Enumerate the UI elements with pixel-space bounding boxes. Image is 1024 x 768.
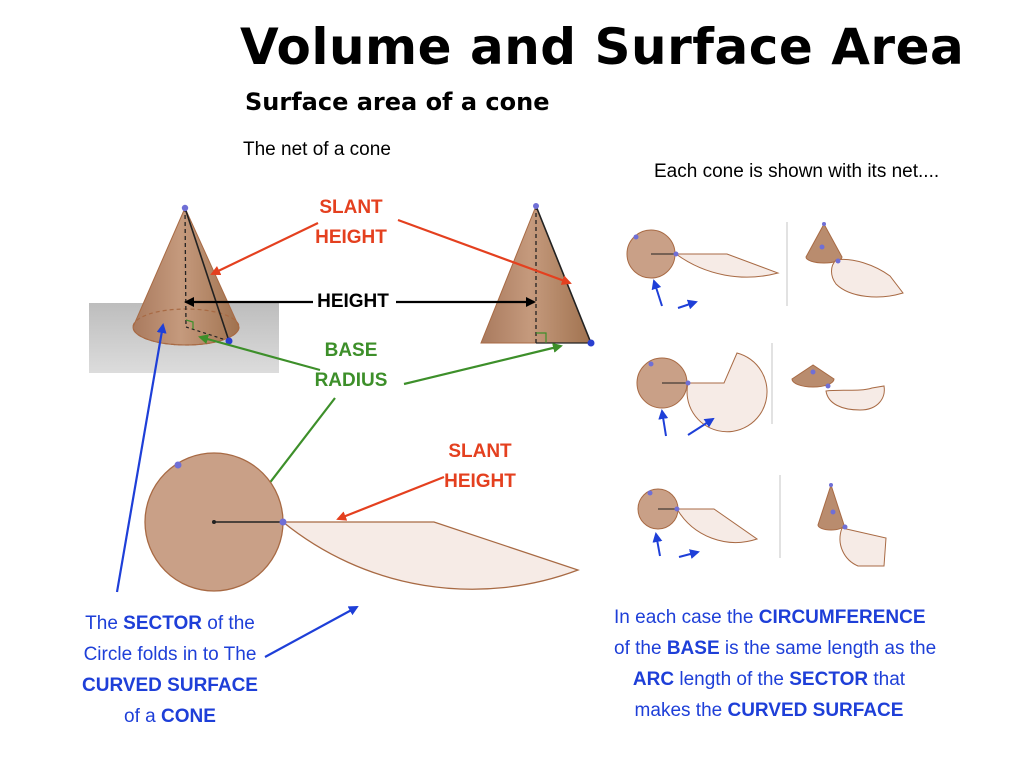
cone-slant-line (184, 207, 230, 342)
slant-label-line1: SLANT (319, 197, 383, 218)
radius-arrow-left (198, 334, 321, 372)
right-triangle (480, 203, 595, 347)
cone-radius-line (185, 326, 230, 342)
example-row-2 (636, 343, 885, 437)
net-slant-label-line2: HEIGHT (444, 471, 516, 492)
net-caption: The net of a cone (243, 139, 391, 160)
radius-label-line2: RADIUS (314, 370, 388, 391)
slant-label-line2: HEIGHT (315, 227, 387, 248)
slant-arrow-net (336, 475, 445, 521)
net-slant-label-line1: SLANT (448, 441, 512, 462)
circumference-note: In each case the CIRCUMFERENCE of the BA… (614, 607, 937, 721)
page-subtitle: Surface area of a cone (245, 88, 550, 116)
example-row-3 (637, 475, 887, 567)
rim-point (225, 337, 233, 345)
cone-height-line (184, 207, 187, 328)
large-net (144, 452, 580, 592)
each-cone-caption: Each cone is shown with its net.... (654, 161, 940, 182)
radius-arrow-right (403, 343, 563, 386)
sector-note: The SECTOR of the Circle folds in to The… (82, 613, 258, 727)
example-row-1 (626, 222, 904, 310)
right-angle-mark (185, 319, 194, 329)
sector-arrow (264, 606, 359, 658)
slant-arrow-right (397, 218, 572, 285)
slant-height-label-net: SLANT HEIGHT (440, 437, 520, 497)
slant-height-label-top: SLANT HEIGHT (314, 193, 388, 253)
left-cone (89, 204, 279, 373)
apex-point (181, 204, 189, 212)
page-title: Volume and Surface Area (240, 18, 965, 76)
curved-surface-arrow (115, 323, 167, 593)
base-radius-label: BASE RADIUS (314, 336, 388, 396)
height-label: HEIGHT (317, 291, 389, 312)
slant-arrow-left (210, 222, 319, 276)
net-sector (281, 521, 580, 590)
base-label-line1: BASE (324, 340, 378, 361)
